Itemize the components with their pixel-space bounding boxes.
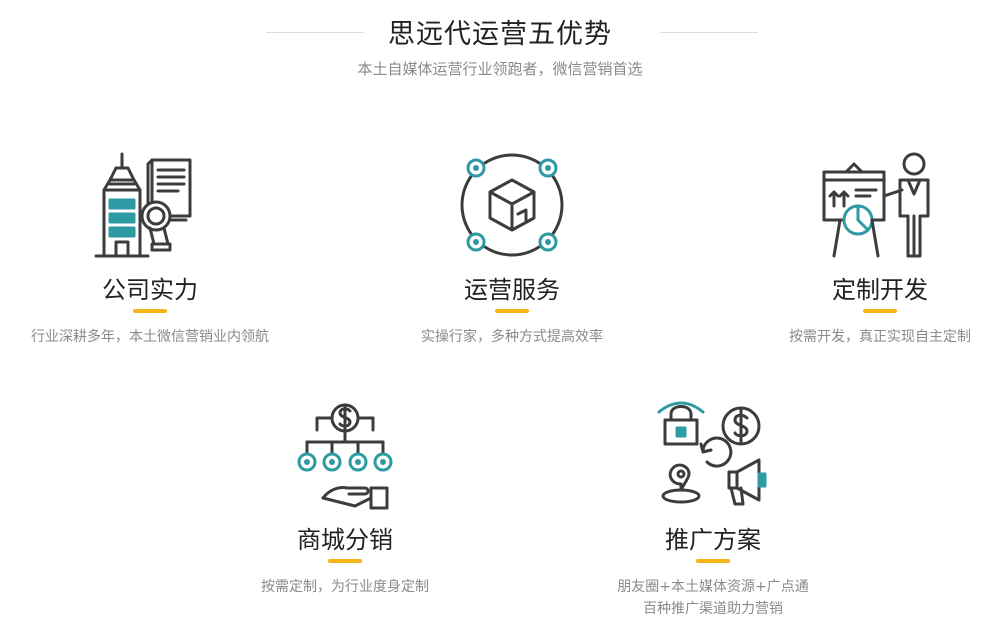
feature-desc: 行业深耕多年，本土微信营销业内领航 — [31, 329, 269, 345]
section-subtitle: 本土自媒体运营行业领跑者，微信营销首选 — [357, 60, 643, 78]
feature-desc-line2: 百种推广渠道助力营销 — [643, 601, 783, 617]
accent-underline — [133, 309, 167, 313]
accent-underline — [495, 309, 529, 313]
feature-desc: 按需定制，为行业度身定制 — [261, 579, 429, 595]
cube-network-icon — [452, 150, 572, 270]
marketing-megaphone-icon — [653, 400, 773, 520]
accent-underline — [696, 559, 730, 563]
title-rule-left — [266, 32, 364, 33]
feature-desc: 实操行家，多种方式提高效率 — [421, 329, 603, 345]
feature-desc: 朋友圈+本土媒体资源+广点通 — [617, 579, 809, 595]
accent-underline — [863, 309, 897, 313]
feature-name: 推广方案 — [665, 526, 761, 554]
feature-name: 商城分销 — [297, 526, 393, 554]
building-document-magnifier-icon — [90, 150, 210, 270]
section-title: 思远代运营五优势 — [388, 19, 612, 50]
title-rule-right — [660, 32, 758, 33]
feature-name: 运营服务 — [464, 276, 560, 304]
section-header: 思远代运营五优势 本土自媒体运营行业领跑者，微信营销首选 — [0, 0, 1000, 90]
feature-name: 公司实力 — [102, 276, 198, 304]
accent-underline — [328, 559, 362, 563]
dollar-distribution-hand-icon — [285, 400, 405, 520]
feature-name: 定制开发 — [832, 276, 928, 304]
feature-desc: 按需开发，真正实现自主定制 — [789, 329, 971, 345]
presenter-board-icon — [820, 150, 940, 270]
